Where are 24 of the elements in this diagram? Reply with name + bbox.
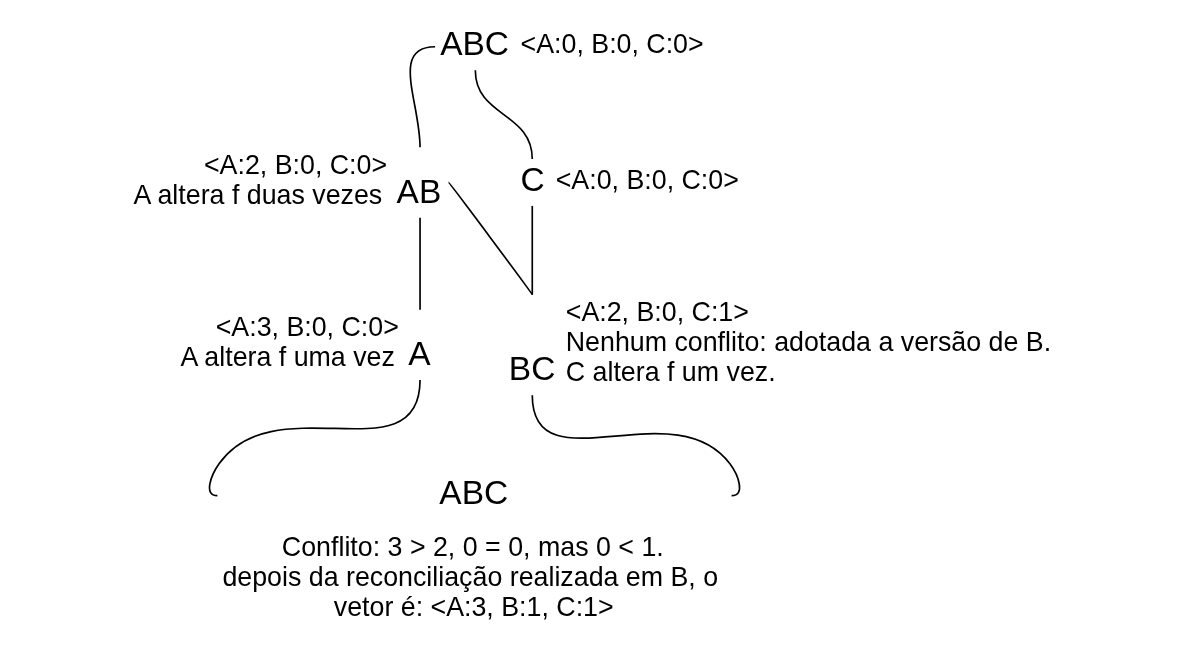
node-text: ABC bbox=[440, 25, 510, 63]
node-label: <A:0, B:0, C:0> bbox=[555, 164, 739, 195]
node-label: <A:2, B:0, C:0> bbox=[203, 149, 388, 180]
node-text: AB bbox=[396, 172, 442, 210]
connector bbox=[409, 45, 436, 149]
node-text: ABC bbox=[439, 474, 509, 512]
node-label: C altera f um vez. bbox=[565, 357, 776, 388]
node-label: <A:0, B:0, C:0> bbox=[520, 29, 704, 60]
node-text: A bbox=[408, 335, 431, 373]
connector bbox=[208, 379, 421, 497]
node-label: A altera f uma vez bbox=[180, 342, 395, 373]
connector bbox=[474, 69, 534, 160]
connector bbox=[531, 394, 741, 497]
node-label: depois da reconciliação realizada em B, o vetor é: <A:3, B:1, C:1> bbox=[222, 561, 719, 622]
node-text: C bbox=[520, 160, 545, 198]
node-label: <A:2, B:0, C:1> bbox=[565, 297, 749, 328]
connector bbox=[531, 205, 534, 296]
node-label: <A:3, B:0, C:0> bbox=[215, 312, 399, 343]
node-label: A altera f duas vezes bbox=[133, 179, 383, 210]
connector bbox=[419, 216, 421, 311]
node-text: BC bbox=[508, 350, 556, 388]
connector bbox=[447, 181, 534, 296]
node-label: Nenhum conflito: adotada a versão de B. bbox=[565, 327, 1052, 358]
node-label: Conflito: 3 > 2, 0 = 0, mas 0 < 1. bbox=[281, 531, 664, 562]
